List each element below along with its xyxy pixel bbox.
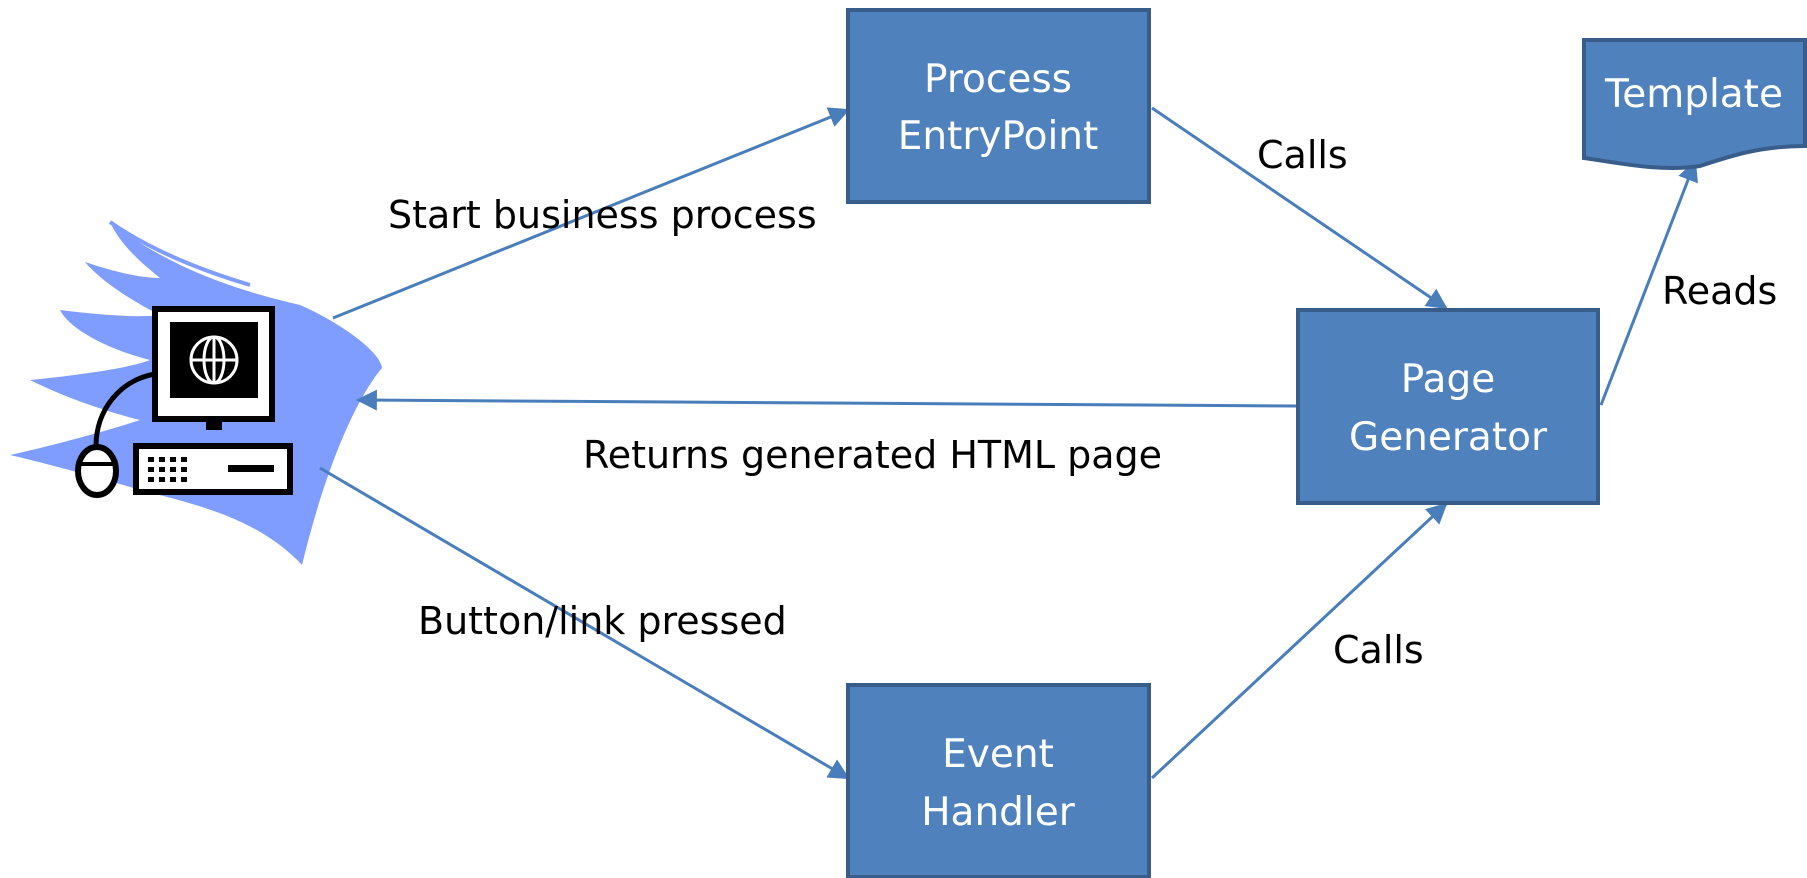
label-reads: Reads xyxy=(1662,269,1777,313)
page-generator-line1: Page xyxy=(1401,357,1495,402)
process-entrypoint-line2: EntryPoint xyxy=(898,114,1099,159)
event-handler-line2: Handler xyxy=(921,790,1076,835)
label-calls-bottom: Calls xyxy=(1333,628,1424,672)
arrow-button-pressed xyxy=(319,466,850,780)
mouse-cable xyxy=(93,371,156,447)
arrow-start-process xyxy=(332,107,850,320)
node-page-generator: Page Generator xyxy=(1296,308,1600,505)
node-template: Template xyxy=(1582,38,1807,170)
label-start-business-process: Start business process xyxy=(388,193,817,237)
label-returns-generated-page: Returns generated HTML page xyxy=(583,433,1162,477)
label-button-link-pressed: Button/link pressed xyxy=(418,599,787,643)
computer-terminal-icon xyxy=(10,220,382,565)
arrow-reads xyxy=(1599,160,1698,406)
process-entrypoint-line1: Process xyxy=(924,57,1072,102)
edges xyxy=(319,106,1698,780)
label-calls-top: Calls xyxy=(1257,133,1348,177)
node-event-handler: Event Handler xyxy=(846,683,1151,878)
page-generator-line2: Generator xyxy=(1349,415,1548,460)
template-label: Template xyxy=(1604,72,1783,117)
mouse-icon xyxy=(75,444,119,498)
node-process-entrypoint: Process EntryPoint xyxy=(846,8,1151,204)
arrow-calls-bottom xyxy=(1150,502,1448,780)
arrow-calls-top xyxy=(1151,106,1448,310)
document-shape-icon xyxy=(1582,38,1807,170)
event-handler-line1: Event xyxy=(942,732,1054,777)
arrow-returns-page xyxy=(355,389,1298,411)
globe-icon xyxy=(189,335,239,385)
